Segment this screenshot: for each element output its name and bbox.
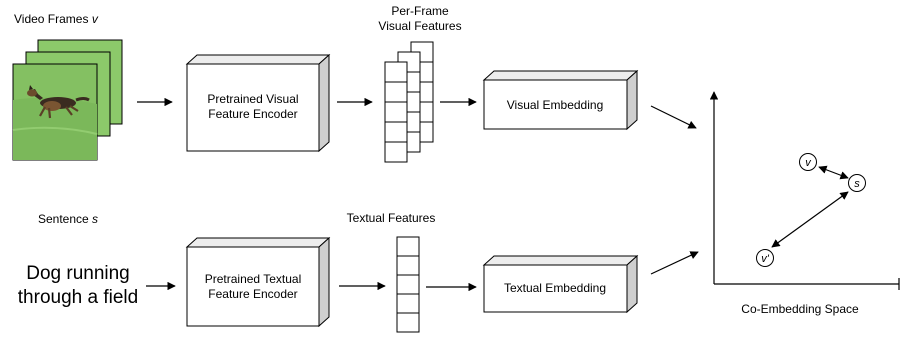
point-vprime: v' (756, 249, 774, 267)
svg-text:v': v' (761, 253, 770, 265)
sentence-text-1: Dog running (26, 263, 130, 284)
arrow-visual-embedding-to-space (650, 105, 697, 129)
video-frame-front (12, 63, 98, 161)
per-frame-label-2: Visual Features (378, 19, 461, 33)
visual-encoder-label-2: Feature Encoder (208, 107, 297, 121)
per-frame-features-stack (384, 41, 434, 163)
per-frame-label-1: Per-Frame (391, 4, 449, 18)
video-frames-label: Video Frames v (14, 12, 99, 26)
arrow-textual-embedding-to-space (650, 251, 699, 275)
co-embedding-space: v s v' Co-Embedding Space (709, 91, 900, 316)
textual-encoder-label-2: Feature Encoder (208, 287, 297, 301)
relation-v-s (818, 165, 849, 180)
visual-embedding-label: Visual Embedding (507, 98, 604, 112)
co-embedding-space-label: Co-Embedding Space (741, 302, 859, 316)
sentence-label: Sentence s (38, 212, 98, 226)
point-s: s (848, 174, 866, 192)
textual-encoder-label-1: Pretrained Textual (205, 272, 302, 286)
dog-image (27, 85, 90, 119)
textual-encoder-box: Pretrained Textual Feature Encoder (185, 236, 331, 328)
feature-column-front (384, 61, 408, 163)
svg-text:v: v (805, 157, 812, 169)
svg-text:s: s (854, 178, 860, 190)
textual-embedding-label: Textual Embedding (504, 281, 606, 295)
point-v: v (799, 153, 817, 171)
relation-vprime-s (771, 191, 849, 248)
sentence-text-2: through a field (18, 287, 138, 308)
visual-embedding-box: Visual Embedding (482, 69, 639, 131)
textual-features-label: Textual Features (347, 211, 436, 225)
textual-features-column (396, 236, 420, 333)
textual-embedding-box: Textual Embedding (482, 254, 639, 314)
visual-encoder-label-1: Pretrained Visual (207, 92, 298, 106)
visual-encoder-box: Pretrained Visual Feature Encoder (185, 53, 331, 153)
video-frames-stack (12, 39, 123, 161)
